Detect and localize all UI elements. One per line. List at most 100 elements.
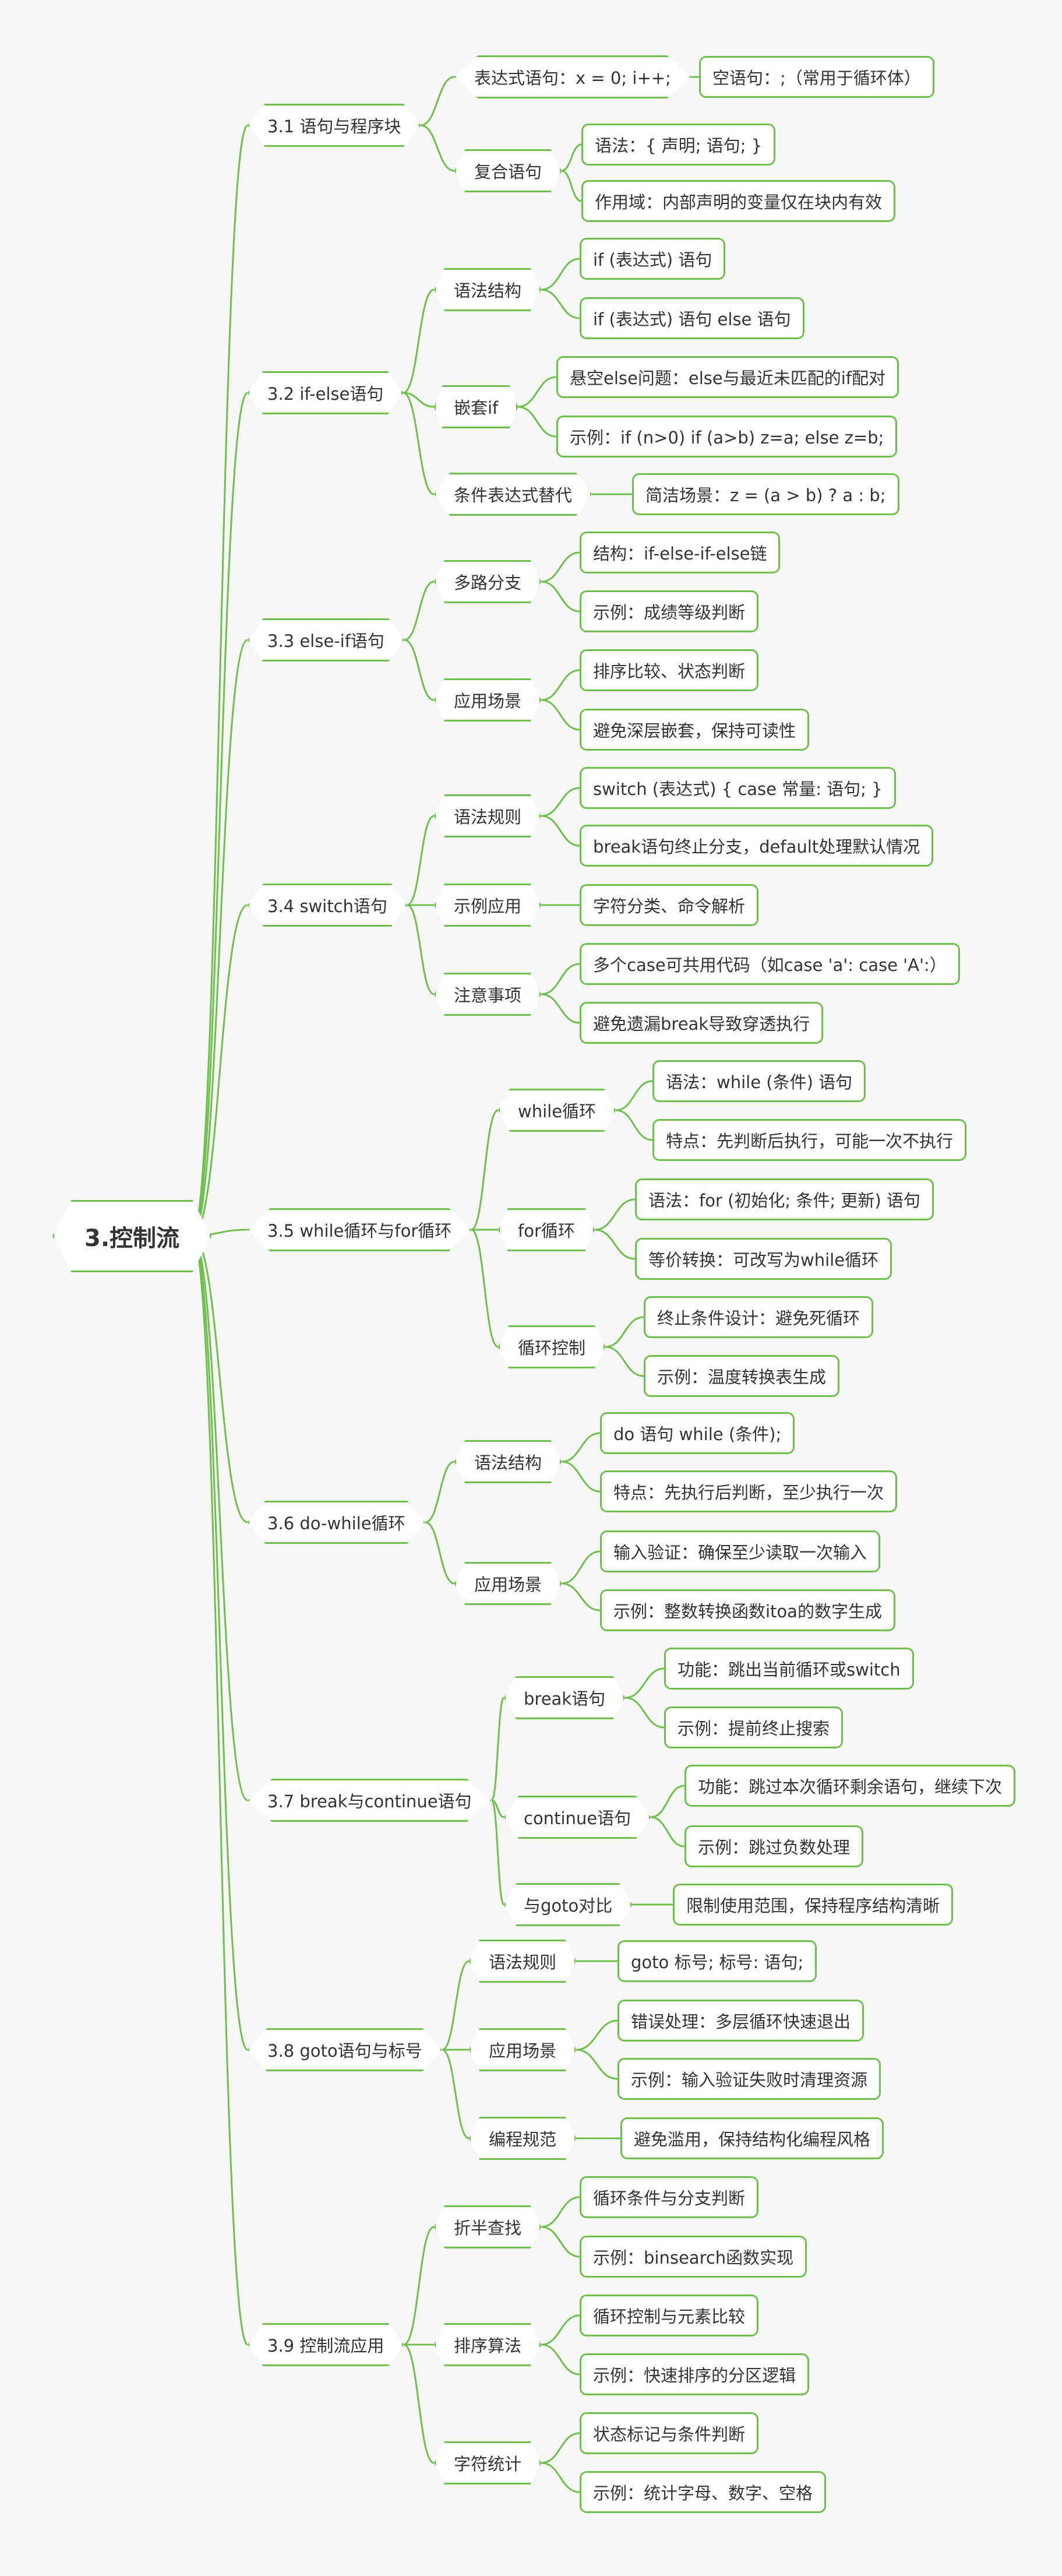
leaf-node-label: goto 标号; 标号: 语句; <box>631 1952 804 1972</box>
branch-to-leaf-link <box>615 1080 653 1111</box>
section-node-label: 3.1 语句与程序块 <box>267 117 401 136</box>
branch-to-leaf-link <box>541 699 580 731</box>
leaf-node: 排序比较、状态判断 <box>580 649 759 691</box>
leaf-node: switch (表达式) { case 常量: 语句; } <box>580 767 896 809</box>
leaf-node-label: 循环条件与分支判断 <box>593 2188 746 2208</box>
branch-to-leaf-link <box>541 551 580 583</box>
leaf-node-label: 错误处理：多层循环快速退出 <box>631 2012 851 2032</box>
leaf-node: 功能：跳出当前循环或switch <box>664 1648 914 1690</box>
branch-to-leaf-link <box>615 1109 653 1141</box>
section-to-branch-link <box>407 815 435 906</box>
leaf-node-label: 避免深层嵌套，保持可读性 <box>593 721 796 741</box>
root-to-section-link <box>192 639 248 1237</box>
branch-node: 多路分支 <box>434 560 542 603</box>
branch-node-label: while循环 <box>518 1102 597 1121</box>
leaf-node-label: 示例：成绩等级判断 <box>593 603 746 622</box>
section-node: 3.2 if-else语句 <box>248 371 404 414</box>
section-to-branch-link <box>407 904 435 995</box>
section-to-branch-link <box>491 1799 505 1906</box>
branch-node-label: 多路分支 <box>454 573 522 593</box>
leaf-node: 示例：统计字母、数字、空格 <box>580 2471 827 2513</box>
branch-to-leaf-link <box>561 1550 601 1585</box>
branch-to-leaf-link <box>650 1816 685 1847</box>
section-to-branch-link <box>420 124 455 172</box>
branch-node-label: 嵌套if <box>454 398 499 418</box>
leaf-node-label: 示例：温度转换表生成 <box>657 1367 827 1387</box>
section-node: 3.6 do-while循环 <box>248 1501 425 1544</box>
root-to-section-link <box>191 392 249 1237</box>
leaf-node-label: 示例：输入验证失败时清理资源 <box>631 2070 868 2090</box>
section-to-branch-link <box>442 1960 470 2051</box>
branch-node: break语句 <box>504 1676 626 1719</box>
branch-node: 条件表达式替代 <box>434 473 592 516</box>
branch-node: 折半查找 <box>434 2205 542 2248</box>
leaf-node-label: 示例：统计字母、数字、空格 <box>593 2483 813 2503</box>
leaf-node-label: if (表达式) 语句 <box>593 250 712 270</box>
leaf-node-label: 示例：if (n>0) if (a>b) z=a; else z=b; <box>570 428 884 448</box>
branch-to-leaf-link <box>541 2226 580 2258</box>
leaf-node-label: break语句终止分支，default处理默认情况 <box>593 837 920 857</box>
leaf-node: 功能：跳过本次循环剩余语句，继续下次 <box>685 1765 1016 1807</box>
section-to-branch-link <box>404 580 435 641</box>
branch-node-label: for循环 <box>518 1221 575 1241</box>
branch-to-leaf-link <box>517 406 557 438</box>
section-node-label: 3.3 else-if语句 <box>267 631 384 651</box>
root-to-section-link <box>191 124 249 1237</box>
branch-to-leaf-link <box>541 963 580 995</box>
section-node: 3.8 goto语句与标号 <box>248 2028 442 2071</box>
branch-to-leaf-link <box>541 2314 580 2346</box>
branch-to-leaf-link <box>594 1198 636 1231</box>
section-to-branch-link <box>442 2049 470 2139</box>
leaf-node-label: 语法：{ 声明; 语句; } <box>595 136 763 156</box>
branch-to-leaf-link <box>561 1432 601 1463</box>
leaf-node: 字符分类、命令解析 <box>580 884 759 926</box>
branch-to-leaf-link <box>541 2196 580 2228</box>
leaf-node: goto 标号; 标号: 语句; <box>618 1940 817 1982</box>
branch-node-label: 排序算法 <box>454 2336 522 2356</box>
leaf-node-label: 简洁场景：z = (a > b) ? a : b; <box>645 485 886 505</box>
leaf-node: 示例：输入验证失败时清理资源 <box>618 2058 881 2100</box>
leaf-node: 错误处理：多层循环快速退出 <box>618 2000 865 2042</box>
leaf-node-label: 特点：先判断后执行，可能一次不执行 <box>666 1131 954 1151</box>
root-title: 3.控制流 <box>84 1225 180 1252</box>
leaf-node-label: if (表达式) 语句 else 语句 <box>593 309 791 329</box>
branch-node: 注意事项 <box>434 973 542 1016</box>
leaf-node-label: 字符分类、命令解析 <box>593 896 746 916</box>
branch-node: 排序算法 <box>434 2323 542 2366</box>
section-node-label: 3.5 while循环与for循环 <box>267 1221 452 1241</box>
leaf-node: 终止条件设计：避免死循环 <box>644 1296 874 1338</box>
leaf-node: 作用域：内部声明的变量仅在块内有效 <box>581 180 896 222</box>
leaf-node-label: 结构：if-else-if-else链 <box>593 544 767 564</box>
leaf-node: 示例：binsearch函数实现 <box>580 2236 807 2278</box>
branch-node-label: 字符统计 <box>454 2454 522 2474</box>
leaf-node-label: 避免滥用，保持结构化编程风格 <box>634 2130 871 2149</box>
leaf-node: 输入验证：确保至少读取一次输入 <box>600 1530 881 1572</box>
branch-to-leaf-link <box>561 143 582 172</box>
branch-node-label: 语法规则 <box>454 807 522 827</box>
branch-node-label: 与goto对比 <box>524 1896 613 1916</box>
section-to-branch-link <box>471 1229 499 1348</box>
branch-node-label: continue语句 <box>524 1808 631 1828</box>
leaf-node-label: 空语句：;（常用于循环体） <box>712 68 921 88</box>
branch-node: 表达式语句：x = 0; i++; <box>454 55 691 98</box>
section-node: 3.4 switch语句 <box>248 884 407 927</box>
branch-to-leaf-link <box>605 1316 644 1348</box>
branch-to-leaf-link <box>541 669 580 701</box>
section-to-branch-link <box>471 1109 499 1231</box>
leaf-node-label: 排序比较、状态判断 <box>593 661 746 681</box>
leaf-node: 示例：if (n>0) if (a>b) z=a; else z=b; <box>556 416 898 458</box>
branch-node-label: 应用场景 <box>474 1575 542 1595</box>
branch-node-label: 编程规范 <box>489 2130 557 2149</box>
branch-to-leaf-link <box>541 993 580 1024</box>
section-node-label: 3.7 break与continue语句 <box>267 1792 472 1811</box>
branch-to-leaf-link <box>625 1667 665 1699</box>
section-to-branch-link <box>403 2343 435 2464</box>
leaf-node: 悬空else问题：else与最近未匹配的if配对 <box>556 356 899 398</box>
leaf-node-label: 示例：快速排序的分区逻辑 <box>593 2366 796 2385</box>
branch-to-leaf-link <box>594 1229 636 1260</box>
leaf-node-label: 特点：先执行后判断，至少执行一次 <box>613 1483 884 1502</box>
section-to-branch-link <box>425 1521 455 1585</box>
leaf-node: do 语句 while (条件); <box>600 1412 795 1454</box>
leaf-node: 限制使用范围，保持程序结构清晰 <box>673 1884 954 1926</box>
leaf-node-label: do 语句 while (条件); <box>613 1424 782 1444</box>
